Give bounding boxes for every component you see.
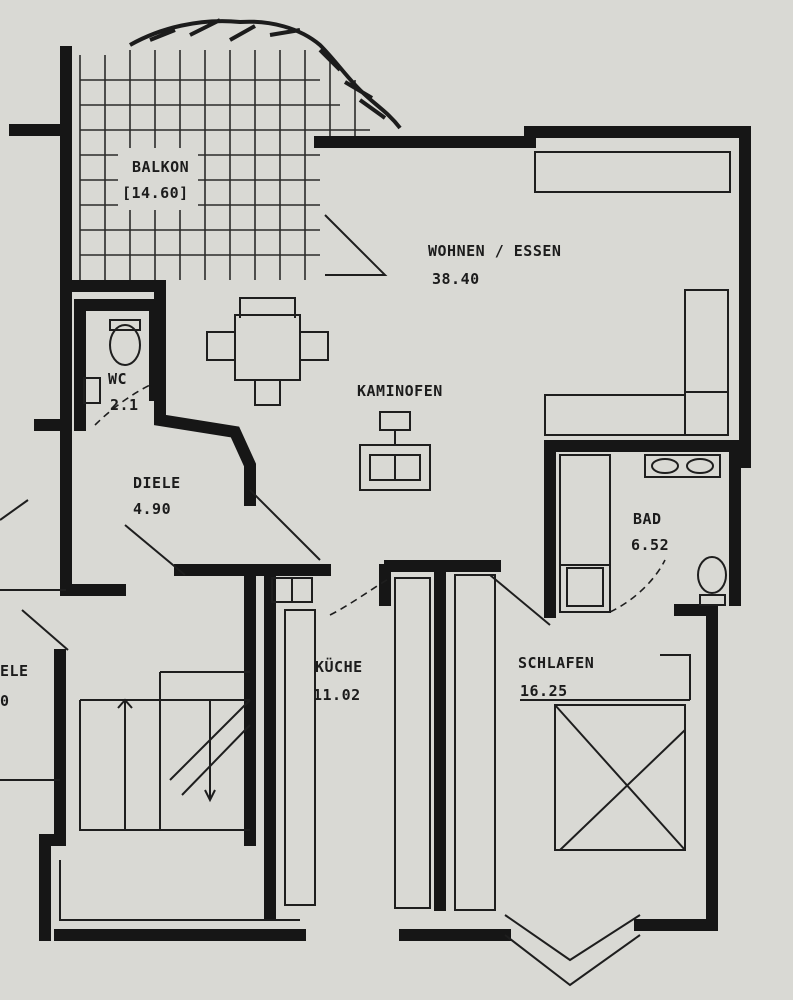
chair-right [299,331,329,361]
area-diele: 4.90 [133,500,171,518]
area-bad: 6.52 [631,536,669,554]
label-diele: DIELE [133,474,181,492]
wall-outlines [0,151,731,987]
balcony-label-bg [118,148,198,210]
area-schlafen: 16.25 [520,682,568,700]
label-schlafen: SCHLAFEN [518,654,594,672]
walls [9,46,751,941]
area-wohnen-essen: 38.40 [432,270,480,288]
balcony-tiles [79,50,370,280]
door-arcs [94,384,666,616]
area-kueche: 11.02 [313,686,361,704]
chair-top [239,297,296,318]
label-balkon: BALKON [132,158,189,176]
area-balkon: [14.60] [122,184,189,202]
label-kueche: KÜCHE [315,657,363,676]
area-diele-left: 0 [0,692,10,710]
label-diele-left: ELE [0,662,29,680]
label-wc: WC [108,370,127,388]
label-bad: BAD [633,510,662,528]
label-kaminofen: KAMINOFEN [357,382,443,400]
area-wc: 2.1 [110,396,139,414]
chair-left [206,331,236,361]
label-wohnen-essen: WOHNEN / ESSEN [428,242,561,260]
furniture [83,297,727,851]
chair-bottom [254,380,281,406]
plant-sketch [129,18,402,130]
door-swings [0,214,551,651]
